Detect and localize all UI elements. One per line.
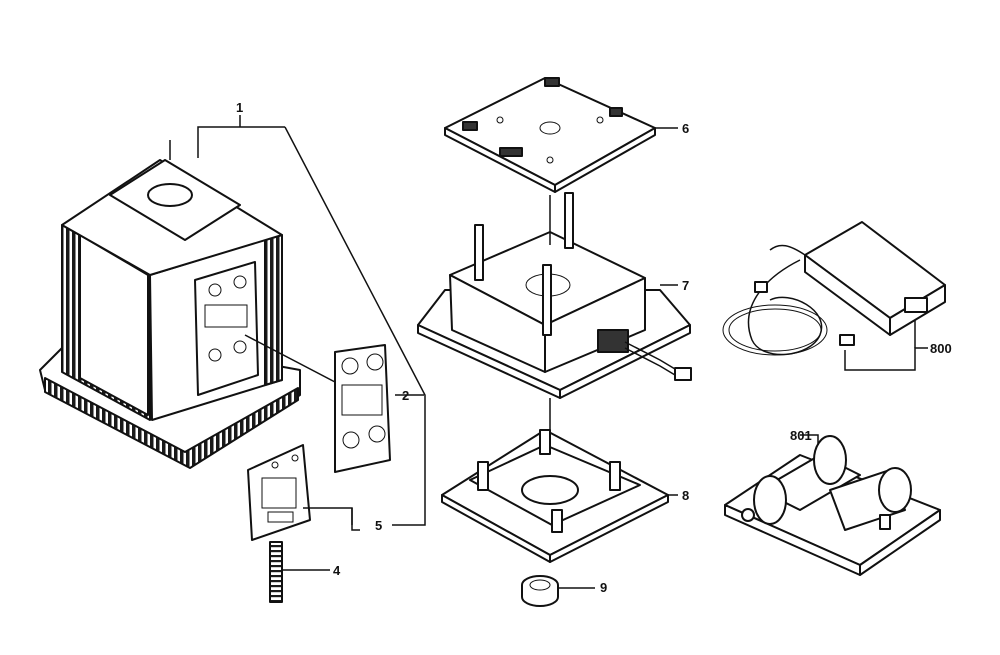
foam-strip [269,541,283,603]
pcb-board [247,444,311,541]
battery-pack [724,435,941,576]
charger [722,221,946,356]
base-chassis [417,192,692,399]
callout-6: 6 [682,121,689,136]
callout-2: 2 [402,388,409,403]
top-plate [444,77,656,193]
callout-9: 9 [600,580,607,595]
laser-housing [39,140,301,469]
keypad-membrane [334,344,391,473]
leader-lines [197,115,928,589]
bottom-frame [441,429,669,563]
callout-4: 4 [333,563,341,578]
callout-800: 800 [930,341,952,356]
callout-1: 1 [236,100,243,115]
callout-7: 7 [682,278,689,293]
callout-8: 8 [682,488,689,503]
callout-5: 5 [375,518,382,533]
callout-801: 801 [790,428,812,443]
nut-ring [521,575,559,607]
